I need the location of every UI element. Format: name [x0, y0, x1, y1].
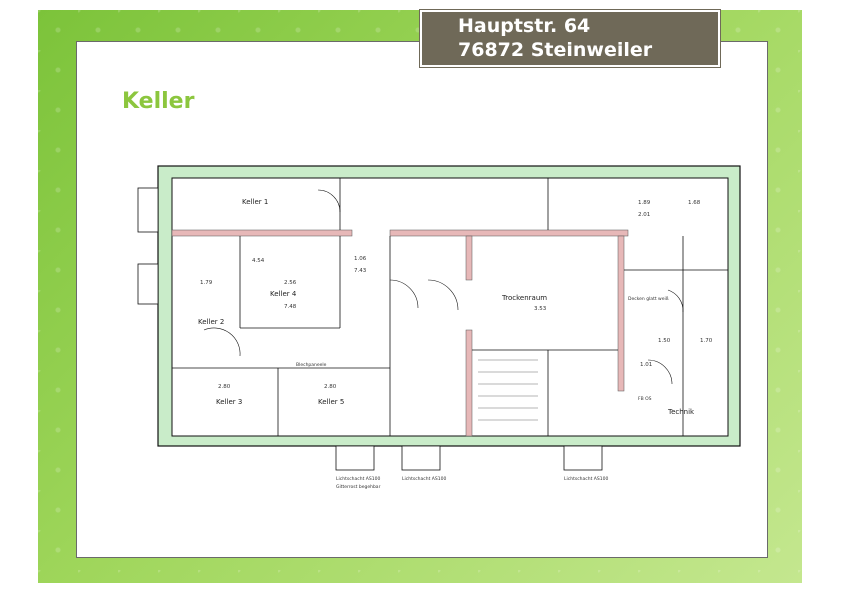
window-bay-left-2	[137, 263, 159, 305]
light-shaft-1	[335, 445, 375, 471]
interior-wall	[617, 235, 625, 392]
dimension-label: 2.01	[638, 212, 650, 218]
interior-wall	[465, 235, 473, 281]
dimension-label: 1.68	[688, 200, 701, 206]
room-label-keller1: Keller 1	[242, 198, 268, 206]
dimension-label: 4.54	[252, 258, 265, 264]
dimension-label: 7.48	[284, 304, 297, 310]
interior-wall	[389, 229, 629, 237]
dimension-label: 1.50	[658, 338, 671, 344]
dimension-label: 7.43	[354, 268, 367, 274]
address-box: Hauptstr. 64 76872 Steinweiler	[420, 10, 720, 67]
interior-wall	[171, 229, 353, 237]
note-lichtschacht-3: Lichtschacht AS100	[564, 476, 608, 482]
note-lichtschacht-1: Lichtschacht AS100	[336, 476, 380, 482]
address-city: 76872 Steinweiler	[458, 39, 653, 61]
door-swings	[203, 189, 684, 385]
inner-floor	[171, 177, 729, 437]
dimension-label: 1.89	[638, 200, 651, 206]
dimension-label: 1.70	[700, 338, 713, 344]
note-decke: Decken glatt weiß	[628, 296, 669, 302]
note-lichtschacht-2: Lichtschacht AS100	[402, 476, 446, 482]
room-label-keller4: Keller 4	[270, 290, 297, 298]
room-label-keller3: Keller 3	[216, 398, 242, 406]
interior-wall	[465, 329, 473, 437]
floor-plan: Keller 1 Keller 4 Keller 2 Keller 3 Kell…	[137, 165, 741, 490]
dimension-label: 1.06	[354, 256, 367, 262]
dimension-label: 3.53	[534, 306, 547, 312]
room-label-technik: Technik	[667, 408, 695, 416]
dimension-label: 1.01	[640, 362, 652, 368]
note-fb-os: FB OS	[638, 396, 652, 402]
page-title: Keller	[122, 89, 195, 114]
partition-lines	[172, 178, 728, 436]
window-bay-left-1	[137, 187, 159, 233]
address-street: Hauptstr. 64	[458, 15, 591, 37]
note-blechpaneele: Blechpaneele	[296, 362, 327, 368]
dimension-label: 2.80	[218, 384, 231, 390]
dimension-label: 2.56	[284, 280, 297, 286]
dimension-label: 1.79	[200, 280, 213, 286]
room-label-keller2: Keller 2	[198, 318, 224, 326]
room-label-trockenraum: Trockenraum	[501, 294, 547, 302]
note-gitterrost: Gitterrost begehbar	[336, 484, 381, 490]
dimension-label: 2.80	[324, 384, 337, 390]
light-shaft-2	[401, 445, 441, 471]
room-label-keller5: Keller 5	[318, 398, 344, 406]
staircase	[478, 359, 538, 421]
light-shaft-3	[563, 445, 603, 471]
